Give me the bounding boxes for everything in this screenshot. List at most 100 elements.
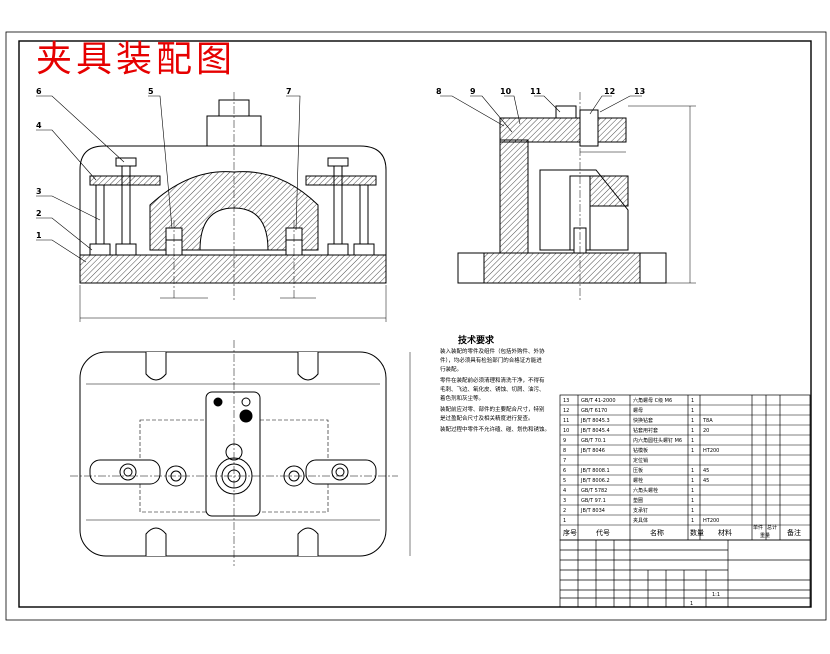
bom-hdr-weight: 重量	[760, 532, 770, 539]
callout-1: 1	[36, 231, 42, 240]
bom-cell-qty: 1	[691, 498, 694, 504]
bom-cell-name: 钻模板	[633, 447, 648, 454]
callout-13: 13	[634, 87, 645, 96]
bom-cell-name: 六角螺母 C级 M6	[633, 397, 672, 404]
callout-8: 8	[436, 87, 442, 96]
sheet-number: 1	[690, 601, 693, 607]
tech-req-line: 装配过程中零件不允许磕、碰、划伤和锈蚀。	[440, 427, 551, 433]
bom-cell-no: 4	[563, 488, 566, 494]
bom-hdr-unit: 单件	[753, 524, 763, 531]
side-view	[457, 92, 696, 300]
bom-cell-name: 螺栓	[633, 477, 643, 484]
tech-req-line: 零件在装配前必须清理和清洗干净，不得有	[440, 378, 545, 384]
tech-req-line: 装入装配的零件及组件（包括外购件、外协	[440, 349, 545, 355]
bom-cell-code: GB/T 6170	[581, 408, 607, 414]
front-view	[79, 92, 387, 322]
bom-hdr-material: 材料	[718, 528, 732, 537]
tech-req-line: 行装配。	[440, 367, 463, 373]
bom-cell-no: 2	[563, 508, 566, 514]
bom-cell-code: JB/T 8045.4	[580, 428, 610, 434]
bom-cell-material: HT200	[703, 518, 719, 524]
tech-req-heading: 技术要求	[458, 336, 495, 346]
bom-cell-qty: 1	[691, 408, 694, 414]
bom-cell-no: 10	[563, 428, 569, 434]
bom-cell-code: GB/T 5782	[581, 488, 607, 494]
bom-hdr-qty: 数量	[690, 528, 704, 537]
bom-cell-name: 内六角圆柱头螺钉 M6	[633, 437, 682, 444]
tech-req-line: 装配前应对零、部件的主要配合尺寸，特别	[440, 407, 545, 413]
callout-12: 12	[604, 87, 615, 96]
bom-cell-qty: 1	[691, 488, 694, 494]
callout-9: 9	[470, 87, 476, 96]
bom-cell-name: 定位销	[633, 457, 648, 464]
bom-cell-code: JB/T 8034	[580, 508, 605, 514]
page-title: 夹具装配图	[36, 39, 237, 80]
bom-cell-qty: 1	[691, 418, 694, 424]
callout-2: 2	[36, 209, 42, 218]
bom-hdr-remarks: 备注	[787, 528, 801, 537]
title-block	[559, 539, 811, 608]
bom-cell-name: 螺母	[633, 407, 643, 414]
bom-cell-code: JB/T 8006.2	[580, 478, 610, 484]
bom-cell-material: 45	[703, 468, 709, 474]
bom-hdr-code: 代号	[596, 528, 610, 537]
bom-cell-name: 六角头螺栓	[633, 487, 658, 494]
callout-10: 10	[500, 87, 512, 96]
bom-cell-no: 8	[563, 448, 566, 454]
callout-3: 3	[36, 187, 42, 196]
tech-req-line: 毛刺、飞边、氧化皮、锈蚀、切屑、油污、	[440, 387, 545, 393]
bom-cell-code: JB/T 8046	[580, 448, 605, 454]
bom-cell-no: 7	[563, 458, 566, 464]
bom-cell-code: GB/T 70.1	[581, 438, 606, 444]
bom-cell-no: 13	[563, 398, 569, 404]
bom-cell-material: 45	[703, 478, 709, 484]
bom-cell-qty: 1	[691, 518, 694, 524]
bom-cell-material: HT200	[703, 448, 719, 454]
bom-cell-qty: 1	[691, 428, 694, 434]
front-callouts	[36, 95, 301, 263]
bom-cell-no: 9	[563, 438, 566, 444]
front-callout-labels: 1 2 3 4 6 5 7	[36, 87, 292, 240]
callout-6: 6	[36, 87, 42, 96]
bom-cell-material: T8A	[702, 418, 713, 424]
side-callout-labels: 8 9 10 11 12 13	[436, 87, 645, 96]
bom-cell-qty: 1	[691, 508, 694, 514]
bom-cell-no: 1	[563, 518, 566, 524]
bom-cell-code: GB/T 97.1	[581, 498, 606, 504]
inner-border	[18, 40, 812, 608]
callout-11: 11	[530, 87, 542, 96]
bom-cell-code: JB/T 8008.1	[580, 468, 610, 474]
bom-cell-no: 5	[563, 478, 566, 484]
top-view	[70, 340, 411, 566]
outer-border	[5, 31, 827, 621]
bom-cell-no: 11	[563, 418, 569, 424]
bom-cell-code: JB/T 8045.3	[580, 418, 610, 424]
bom-cell-qty: 1	[691, 448, 694, 454]
bom-cell-no: 12	[563, 408, 569, 414]
bom-cell-qty: 1	[691, 478, 694, 484]
tech-req-line: 着色剂和灰尘等。	[440, 396, 485, 402]
bom-cell-code: GB/T 41-2000	[581, 398, 616, 404]
callout-4: 4	[36, 121, 42, 130]
bom-hdr-name: 名称	[650, 528, 664, 537]
bom-cell-name: 钻套用衬套	[633, 427, 658, 434]
bom-cell-qty: 1	[691, 438, 694, 444]
tech-req-line: 件），均必须具有检验部门的合格证方能进	[440, 358, 542, 364]
scale-value: 1:1	[712, 592, 720, 598]
tech-req-line: 是过盈配合尺寸及相关精度进行复查。	[440, 416, 534, 422]
bom-cell-qty: 1	[691, 398, 694, 404]
callout-7: 7	[286, 87, 292, 96]
callout-5: 5	[148, 87, 154, 96]
bom-hdr-total: 总计	[767, 524, 777, 531]
bom-cell-name: 支承钉	[633, 507, 648, 514]
bom-cell-material: 20	[703, 428, 709, 434]
bom-cell-name: 夹具体	[633, 517, 648, 524]
bom-cell-name: 压板	[633, 467, 643, 474]
bom-cell-name: 垫圈	[633, 497, 643, 504]
bom-header: 序号 代号 名称 数量 材料 单件 总计 重量 备注	[563, 524, 801, 539]
bom-cell-no: 6	[563, 468, 566, 474]
bom-cell-no: 3	[563, 498, 566, 504]
side-callouts	[440, 95, 642, 133]
